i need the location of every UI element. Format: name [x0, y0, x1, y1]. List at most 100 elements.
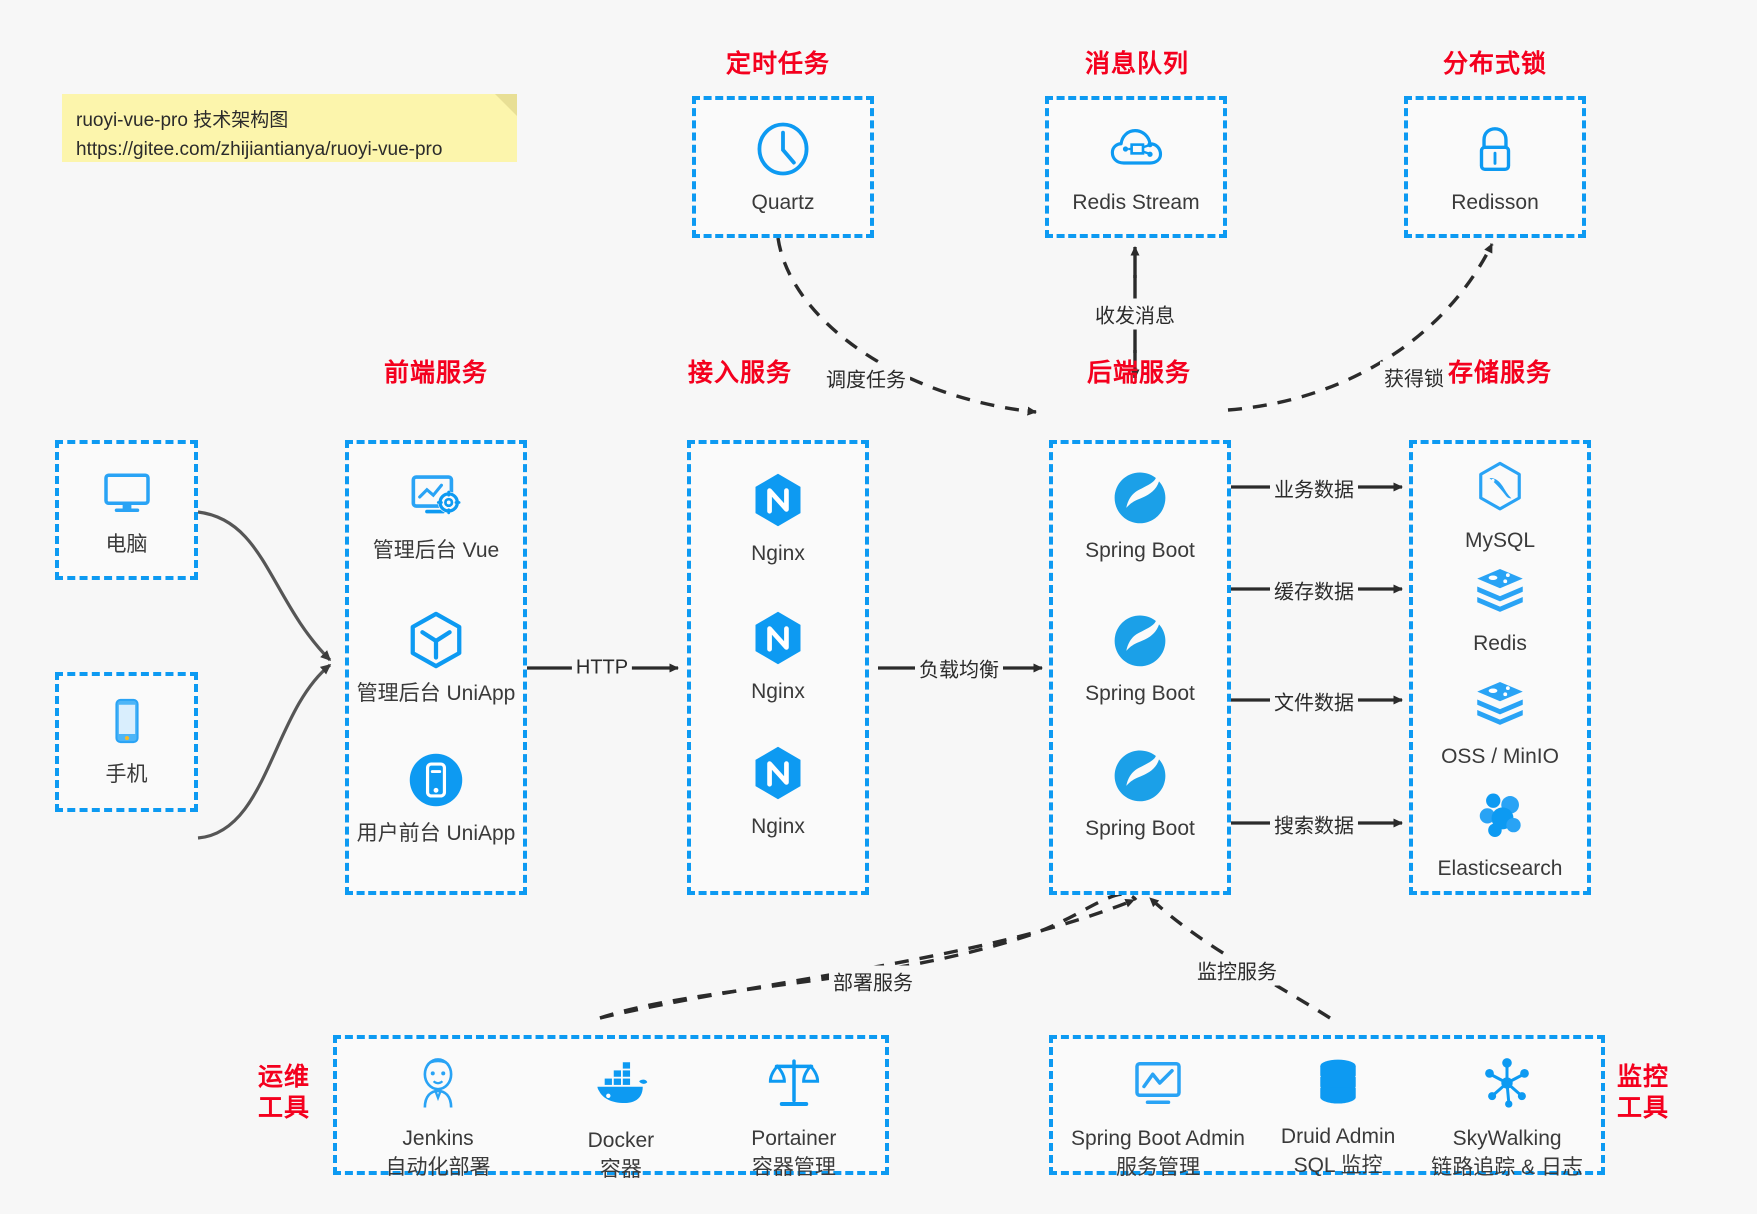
node-user-uniapp[interactable]: 用户前台 UniApp	[349, 749, 523, 847]
app-icon	[405, 749, 467, 811]
architecture-note: ruoyi-vue-pro 技术架构图 https://gitee.com/zh…	[62, 94, 517, 162]
node-oss-minio[interactable]: OSS / MinIO	[1413, 672, 1587, 770]
group-box-lock: Redisson	[1404, 96, 1586, 238]
node-label-oss-minio: OSS / MinIO	[1441, 745, 1559, 768]
elasticsearch-icon	[1469, 784, 1531, 846]
group-title-monitor-line1: 监控	[1617, 1063, 1670, 1091]
mobile-icon	[96, 690, 158, 752]
node-admin-uniapp[interactable]: 管理后台 UniApp	[349, 609, 523, 707]
group-box-monitor: Spring Boot Admin 服务管理 Druid Admin SQL 监…	[1049, 1035, 1605, 1179]
docker-icon	[592, 1055, 650, 1118]
clock-icon	[752, 118, 814, 180]
node-spring-boot-admin[interactable]: Spring Boot Admin 服务管理	[1071, 1055, 1245, 1182]
group-box-gateway: Nginx Nginx Nginx	[687, 440, 869, 895]
node-portainer[interactable]: Portainer 容器管理	[751, 1055, 836, 1182]
node-redisson[interactable]: Redisson	[1408, 118, 1582, 216]
group-box-mq: Redis Stream	[1045, 96, 1227, 238]
group-box-client-mobile: 手机	[55, 672, 198, 812]
group-title-devops-line2: 工具	[258, 1094, 311, 1123]
edge-label-schedule-task: 调度任务	[822, 362, 910, 394]
group-title-storage: 存储服务	[1448, 359, 1553, 387]
node-mobile[interactable]: 手机	[59, 690, 194, 788]
edge-label-acquire-lock: 获得锁	[1380, 361, 1448, 393]
node-label-elasticsearch: Elasticsearch	[1437, 857, 1563, 880]
edge-label-cache-data: 缓存数据	[1270, 574, 1358, 606]
cloud-stream-icon	[1105, 118, 1167, 180]
node-nginx-3[interactable]: Nginx	[691, 742, 865, 840]
jenkins-icon	[410, 1055, 466, 1116]
node-label-nginx-2: Nginx	[751, 680, 805, 703]
spring-boot-icon	[1109, 609, 1171, 671]
edge-label-monitor-service: 监控服务	[1193, 954, 1281, 986]
node-label-desktop: 电脑	[105, 533, 148, 556]
edge-label-file-data: 文件数据	[1270, 685, 1358, 717]
nginx-icon	[747, 469, 809, 531]
group-box-devops: Jenkins 自动化部署 Docke	[333, 1035, 889, 1181]
node-label-user-uniapp: 用户前台 UniApp	[356, 822, 516, 845]
node-druid-admin[interactable]: Druid Admin SQL 监控	[1281, 1055, 1395, 1180]
redis-icon	[1469, 559, 1531, 621]
note-line-url: https://gitee.com/zhijiantianya/ruoyi-vu…	[76, 139, 443, 161]
nginx-icon	[747, 742, 809, 804]
note-fold-corner	[495, 94, 517, 116]
node-label-quartz: Quartz	[751, 191, 815, 214]
desktop-icon	[96, 460, 158, 522]
node-label-docker: Docker	[587, 1129, 655, 1152]
group-title-scheduler: 定时任务	[726, 50, 831, 78]
skywalking-icon	[1479, 1055, 1535, 1116]
group-title-devops-line1: 运维	[258, 1063, 311, 1091]
scales-icon	[766, 1055, 822, 1116]
node-docker[interactable]: Docker 容器	[587, 1055, 655, 1184]
node-jenkins[interactable]: Jenkins 自动化部署	[386, 1055, 491, 1182]
node-sub-portainer: 容器管理	[751, 1156, 836, 1180]
node-label-redis: Redis	[1473, 632, 1527, 655]
node-sub-jenkins: 自动化部署	[385, 1156, 491, 1180]
node-label-druid-admin: Druid Admin	[1280, 1125, 1396, 1148]
node-label-mysql: MySQL	[1464, 529, 1535, 552]
node-spring-boot-1[interactable]: Spring Boot	[1053, 466, 1227, 564]
node-spring-boot-3[interactable]: Spring Boot	[1053, 744, 1227, 842]
group-title-backend: 后端服务	[1087, 359, 1192, 387]
node-label-mobile: 手机	[105, 763, 148, 786]
group-title-frontend: 前端服务	[384, 359, 489, 387]
cube-icon	[405, 609, 467, 671]
node-redis[interactable]: Redis	[1413, 559, 1587, 657]
node-skywalking[interactable]: SkyWalking 链路追踪 & 日志	[1431, 1055, 1583, 1182]
group-title-gateway: 接入服务	[688, 359, 793, 387]
node-label-nginx-1: Nginx	[751, 542, 805, 565]
node-label-portainer: Portainer	[751, 1127, 837, 1150]
node-spring-boot-2[interactable]: Spring Boot	[1053, 609, 1227, 707]
node-nginx-2[interactable]: Nginx	[691, 607, 865, 705]
node-admin-vue[interactable]: 管理后台 Vue	[349, 466, 523, 564]
edge-label-load-balance: 负载均衡	[915, 652, 1003, 684]
node-sub-druid-admin: SQL 监控	[1293, 1154, 1383, 1178]
node-label-spring-boot-admin: Spring Boot Admin	[1070, 1127, 1245, 1150]
lock-icon	[1464, 118, 1526, 180]
edge-label-deploy-service: 部署服务	[829, 965, 917, 997]
mysql-icon	[1469, 456, 1531, 518]
node-label-admin-vue: 管理后台 Vue	[372, 539, 500, 562]
node-label-jenkins: Jenkins	[402, 1127, 474, 1150]
dashboard-icon	[405, 466, 467, 528]
node-quartz[interactable]: Quartz	[696, 118, 870, 216]
node-redis-stream[interactable]: Redis Stream	[1049, 118, 1223, 216]
node-label-nginx-3: Nginx	[751, 815, 805, 838]
node-label-spring-boot-3: Spring Boot	[1085, 817, 1195, 840]
node-label-redisson: Redisson	[1451, 191, 1539, 214]
node-mysql[interactable]: MySQL	[1413, 456, 1587, 554]
monitor-chart-icon	[1130, 1055, 1186, 1116]
node-nginx-1[interactable]: Nginx	[691, 469, 865, 567]
node-label-redis-stream: Redis Stream	[1072, 191, 1200, 214]
group-title-lock: 分布式锁	[1443, 50, 1548, 78]
node-label-skywalking: SkyWalking	[1452, 1127, 1562, 1150]
edge-label-send-receive-msg: 收发消息	[1091, 298, 1179, 330]
spring-boot-icon	[1109, 466, 1171, 528]
node-label-spring-boot-2: Spring Boot	[1085, 682, 1195, 705]
node-sub-spring-boot-admin: 服务管理	[1115, 1156, 1200, 1180]
node-label-spring-boot-1: Spring Boot	[1085, 539, 1195, 562]
node-sub-skywalking: 链路追踪 & 日志	[1431, 1156, 1583, 1180]
node-desktop[interactable]: 电脑	[59, 460, 194, 558]
node-label-admin-uniapp: 管理后台 UniApp	[356, 682, 516, 705]
nginx-icon	[747, 607, 809, 669]
node-elasticsearch[interactable]: Elasticsearch	[1413, 784, 1587, 882]
